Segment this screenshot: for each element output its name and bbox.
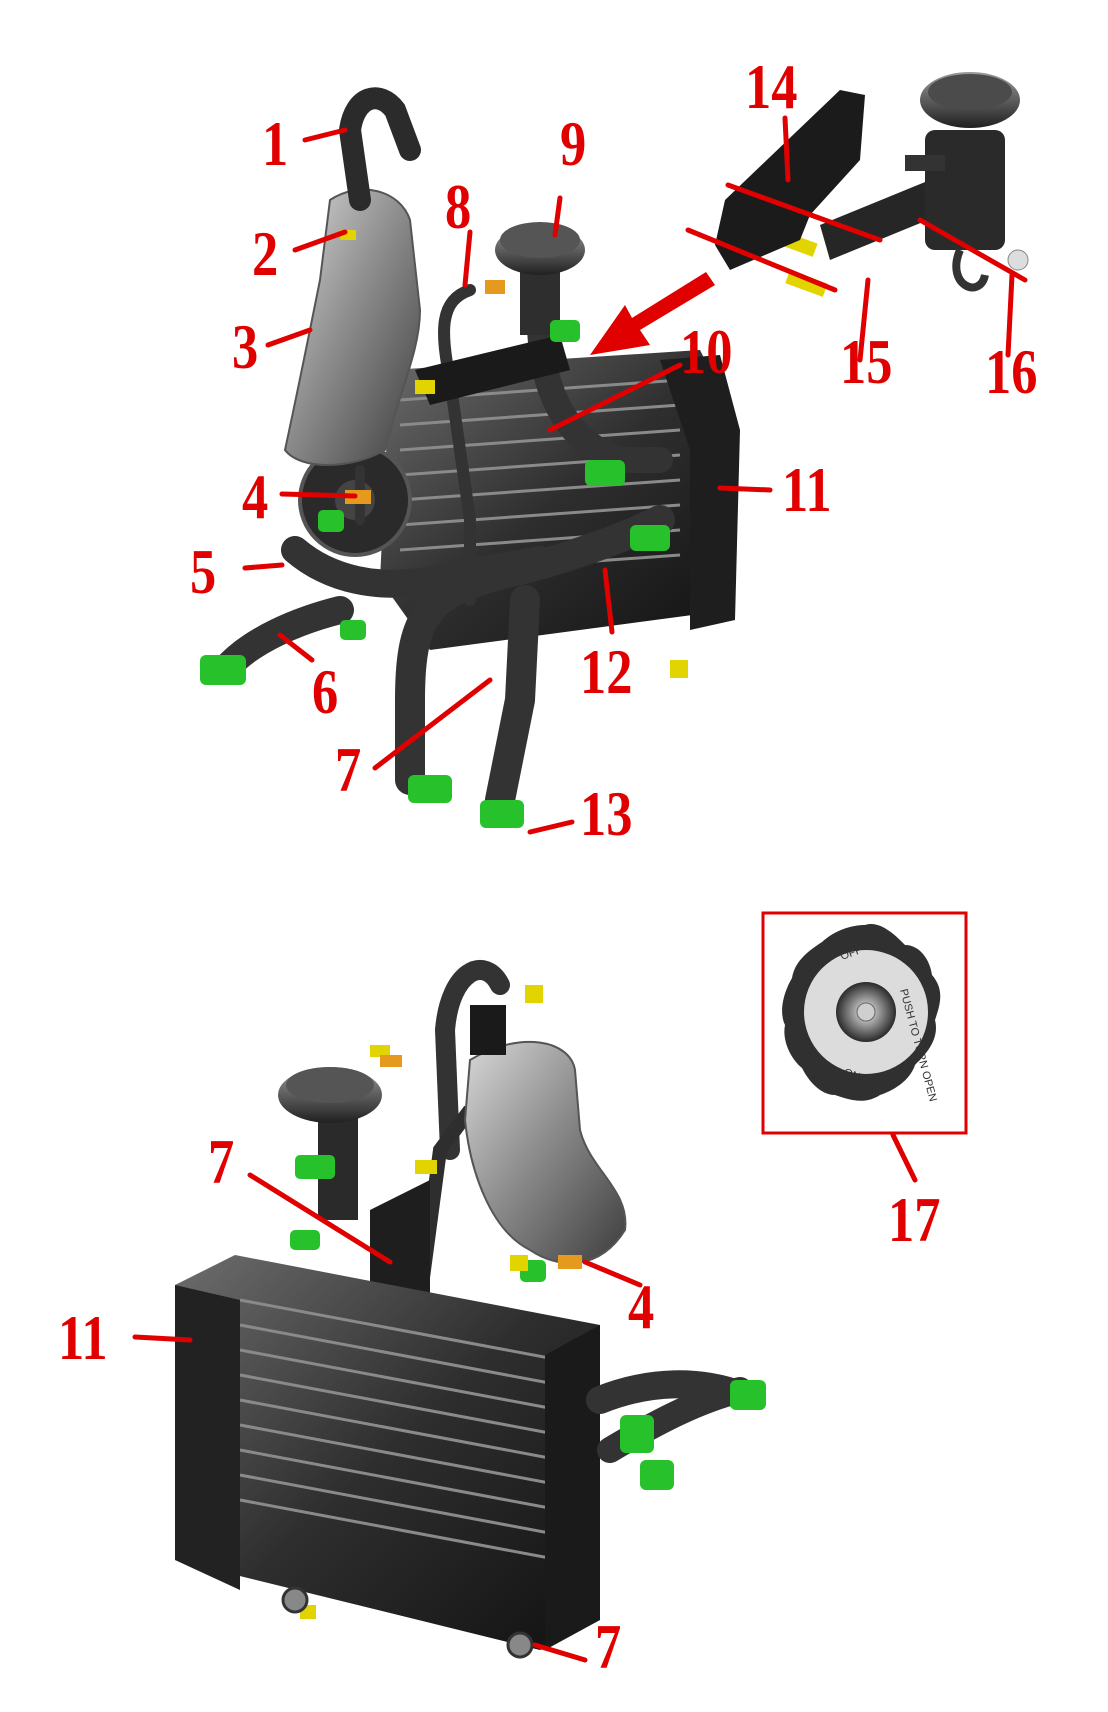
callout-9: 9 — [560, 108, 587, 179]
callout-8: 8 — [445, 171, 472, 242]
hose-clamps-bottom — [290, 1155, 766, 1490]
breather-hose — [338, 87, 421, 211]
hose-clip — [485, 280, 505, 294]
leader-lines — [132, 115, 1028, 1663]
callout-16: 16 — [985, 336, 1038, 407]
reservoir-tank — [283, 188, 422, 466]
callout-10: 10 — [680, 316, 733, 387]
hose-clip — [558, 1255, 582, 1269]
filler-neck-bottom — [278, 1067, 382, 1220]
callout-7-bottom: 7 — [595, 1611, 622, 1682]
reservoir-tank-bottom — [463, 1040, 627, 1265]
callout-4-lower: 4 — [628, 1271, 655, 1342]
callout-6: 6 — [312, 656, 339, 727]
cap-on-text: ON — [842, 1067, 862, 1084]
direction-arrow — [590, 272, 715, 355]
callout-1: 1 — [262, 108, 289, 179]
radiator-bottom — [175, 1255, 600, 1650]
callout-14: 14 — [745, 51, 798, 122]
callout-3: 3 — [232, 311, 259, 382]
callout-12: 12 — [580, 636, 633, 707]
filler-neck — [495, 222, 585, 335]
top-assembly — [200, 87, 828, 828]
bottom-assembly — [175, 960, 766, 1659]
hose-clamps — [200, 320, 670, 828]
reservoir-hose — [434, 960, 510, 1160]
callout-11-lower: 11 — [58, 1302, 108, 1373]
cap-detail: PUSH TO TURN OPEN OFF ON — [761, 911, 968, 1135]
callout-5: 5 — [190, 536, 217, 607]
callout-15: 15 — [840, 326, 893, 397]
callout-7-lower: 7 — [208, 1126, 235, 1197]
callout-4: 4 — [242, 461, 269, 532]
callout-17: 17 — [888, 1184, 941, 1255]
hose-clip — [380, 1055, 402, 1067]
callout-13: 13 — [580, 778, 633, 849]
radiator-bracket — [415, 335, 570, 405]
callout-2: 2 — [252, 218, 279, 289]
callout-11: 11 — [782, 454, 832, 525]
coolant-hoses — [211, 284, 675, 815]
callout-7: 7 — [335, 734, 362, 805]
